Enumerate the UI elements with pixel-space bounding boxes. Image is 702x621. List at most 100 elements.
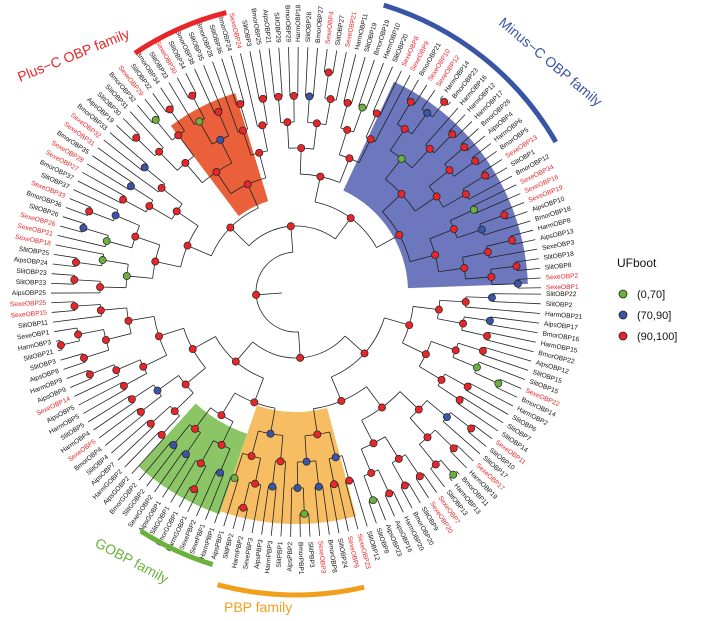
support-node — [230, 474, 239, 483]
support-node — [513, 279, 522, 288]
stem-branch — [122, 199, 147, 213]
legend-swatch-high — [618, 331, 628, 341]
support-node — [258, 121, 267, 130]
support-node — [331, 453, 340, 462]
support-node — [132, 133, 141, 142]
tip-branch — [55, 244, 104, 255]
support-node — [397, 190, 406, 198]
support-node — [231, 357, 240, 366]
stem-branch — [438, 267, 465, 273]
stem-branch — [100, 286, 127, 289]
support-node — [140, 163, 149, 172]
tip-branch — [457, 402, 499, 432]
tip-branch — [221, 58, 237, 106]
support-node — [181, 380, 190, 389]
legend-label: (70,90] — [637, 310, 671, 322]
tip-label: BmorOBP27 — [315, 5, 325, 43]
minus-c-band — [343, 81, 528, 289]
tip-label: SlitOBP8 — [545, 262, 573, 272]
tip-branch — [477, 151, 497, 165]
support-node — [153, 386, 162, 395]
tip-branch — [63, 361, 86, 370]
stem-branch — [299, 148, 302, 175]
support-node — [483, 248, 492, 256]
tip-branch — [162, 456, 190, 498]
stem-branch — [384, 436, 400, 460]
stem-branch — [287, 122, 290, 149]
support-node — [190, 485, 198, 494]
support-node — [169, 441, 178, 449]
tip-branch — [187, 490, 199, 512]
tip-branch — [154, 451, 184, 493]
stem-branch — [402, 342, 427, 355]
stem-branch — [437, 385, 460, 401]
support-node — [460, 143, 469, 152]
tip-branch — [122, 118, 140, 135]
stem-branch — [461, 329, 488, 337]
support-node — [300, 509, 309, 518]
stem-branch — [385, 158, 402, 180]
stem-branch — [185, 432, 201, 455]
tip-branch — [512, 239, 536, 245]
support-node — [369, 496, 377, 505]
stem-branch — [185, 162, 203, 183]
tip-branch — [372, 66, 393, 113]
tip-branch — [152, 93, 167, 113]
support-node — [131, 232, 140, 241]
stem-branch — [339, 158, 350, 183]
legend-item: (70,90] — [618, 310, 671, 322]
tip-branch — [78, 382, 123, 406]
stem-branch — [239, 103, 249, 130]
tip-branch — [66, 369, 89, 379]
tip-label: AipsPBP2 — [287, 542, 295, 572]
tip-branch — [312, 47, 318, 97]
stem-branch — [135, 236, 161, 246]
support-node — [421, 350, 430, 359]
stem-branch — [280, 435, 284, 462]
tip-branch — [368, 501, 377, 524]
tip-branch — [478, 361, 525, 380]
tip-label: SlitOBP22 — [546, 291, 577, 298]
stem-branch — [464, 316, 490, 322]
support-node — [289, 92, 298, 100]
tip-branch — [73, 189, 119, 211]
stem-branch — [344, 335, 365, 354]
support-node — [448, 130, 457, 139]
stem-branch — [433, 134, 453, 154]
support-node — [274, 92, 283, 101]
tip-branch — [52, 263, 76, 268]
tip-branch — [490, 316, 540, 324]
stem-branch — [304, 435, 307, 462]
support-node — [471, 157, 480, 165]
support-node — [112, 366, 121, 375]
stem-branch — [419, 444, 437, 465]
tip-branch — [268, 48, 275, 98]
gobp-arc — [139, 528, 214, 567]
tip-branch — [178, 486, 191, 508]
support-node — [455, 395, 464, 404]
stem-branch — [462, 251, 488, 258]
support-node — [181, 450, 190, 459]
stem-branch — [313, 123, 318, 150]
support-node — [423, 433, 432, 442]
tip-branch — [51, 310, 75, 313]
stem-branch — [191, 95, 205, 119]
support-node — [431, 251, 440, 259]
stem-branch — [251, 430, 259, 457]
support-node — [217, 411, 226, 420]
tip-label: SlitOBP24 — [336, 538, 348, 570]
tip-branch — [332, 50, 338, 74]
tip-branch — [168, 82, 195, 125]
support-node — [414, 405, 423, 414]
tip-branch — [461, 128, 479, 145]
tip-branch — [384, 495, 395, 517]
support-node — [157, 430, 166, 439]
stem-branch — [218, 111, 230, 137]
support-node — [196, 459, 205, 468]
support-node — [151, 116, 160, 124]
support-node — [70, 302, 79, 311]
tip-branch — [406, 79, 419, 100]
tip-branch — [77, 180, 122, 204]
stem-branch — [235, 341, 254, 362]
